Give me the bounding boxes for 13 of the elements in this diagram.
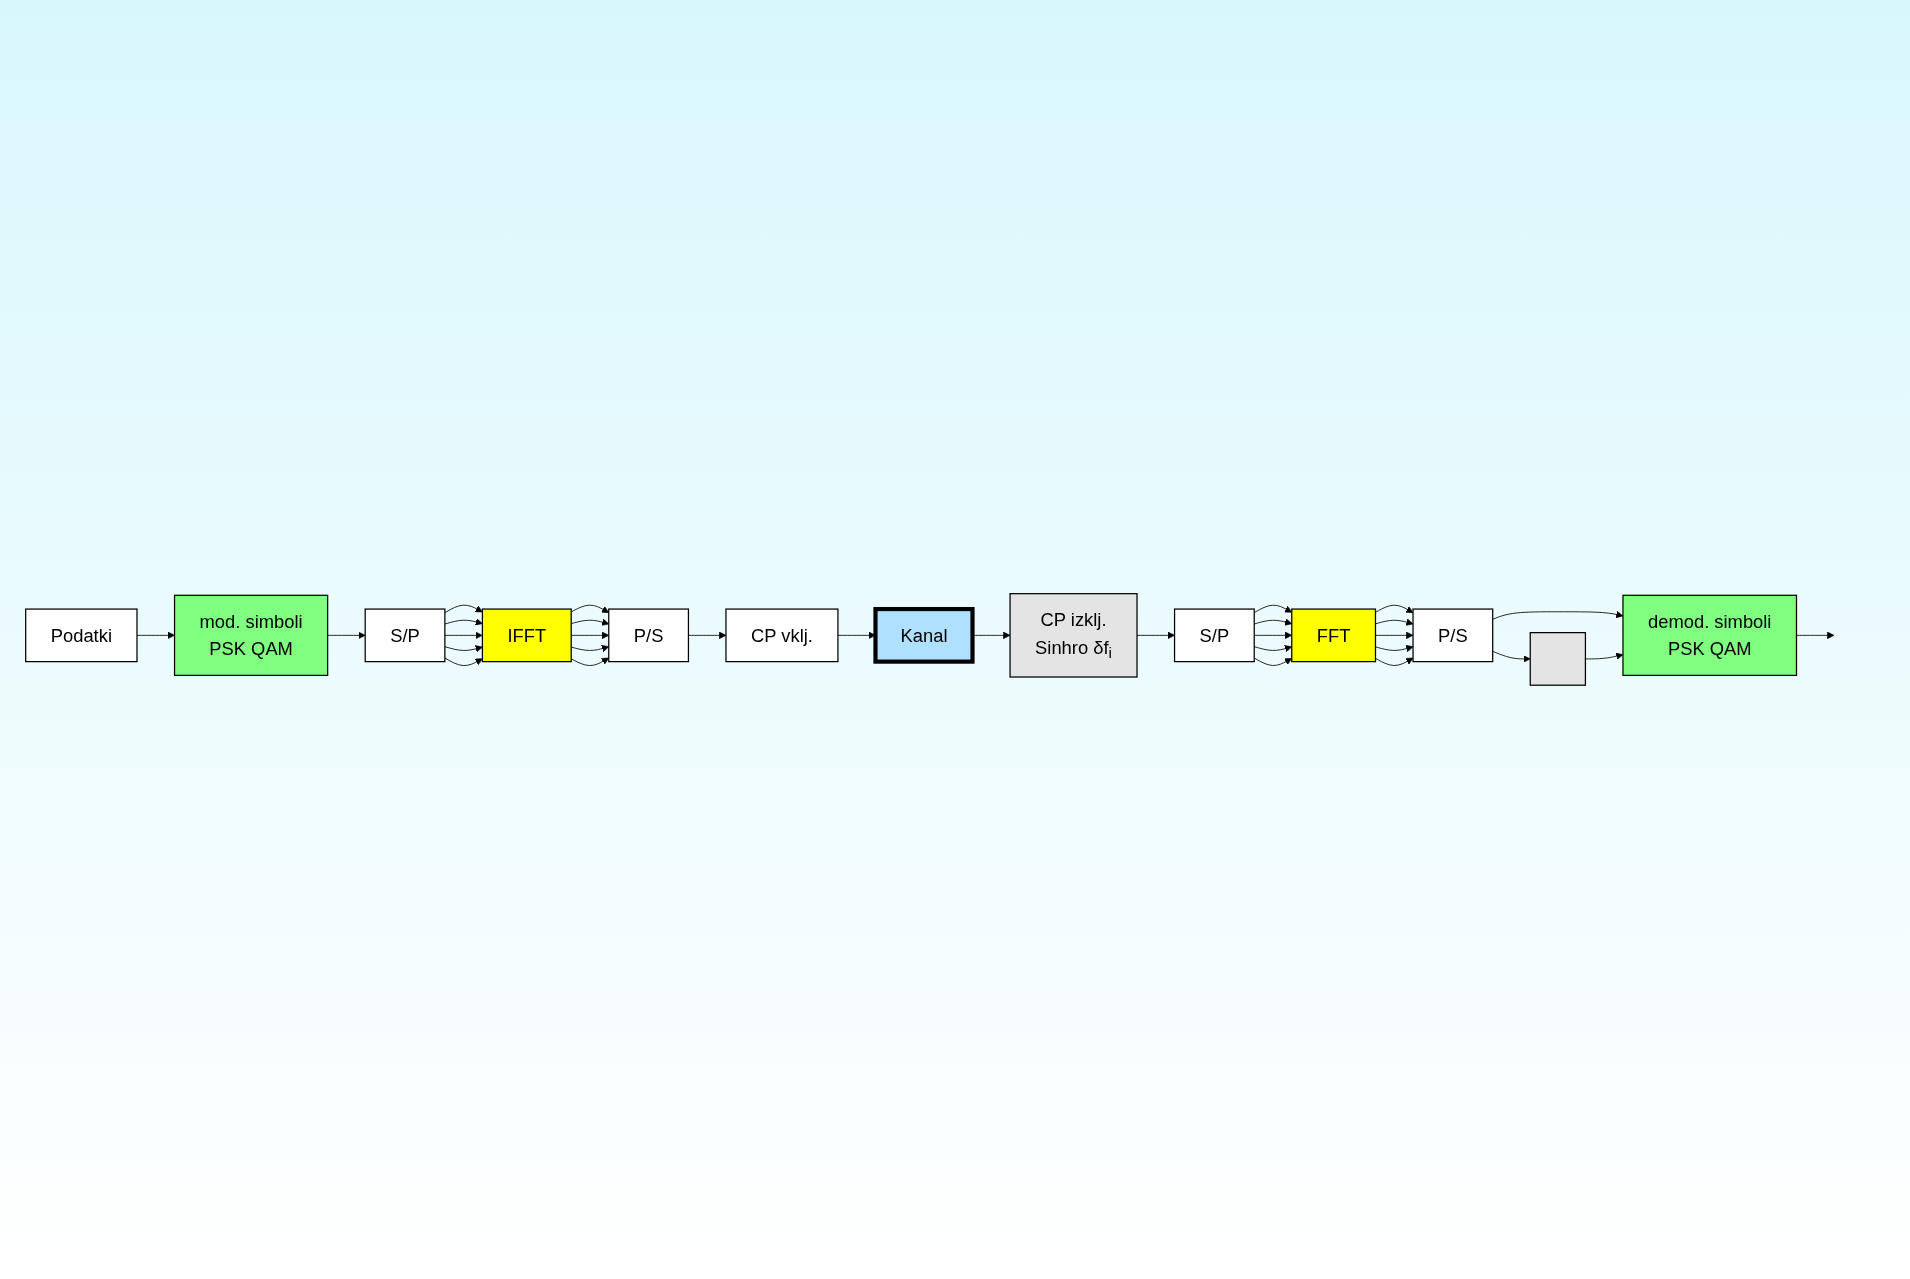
node-box: Kanal [873,607,975,664]
node-box: CP izklj. Sinhro δf$_{i}$ [1009,593,1138,678]
node-box: IFFT [481,608,572,663]
node-box: S/P [364,608,446,663]
node-box: S/P [1174,608,1255,663]
node-box: Podatki [25,608,138,663]
node-box: demod. simboli PSK QAM [1622,594,1798,677]
node-box: P/S [1412,608,1494,663]
node-box: FFT [1291,608,1377,663]
node-box: mod. simboli PSK QAM [174,594,329,677]
node-box: P/S [608,608,690,663]
node-box [1529,632,1587,686]
node-box: CP vklj. [725,608,839,663]
